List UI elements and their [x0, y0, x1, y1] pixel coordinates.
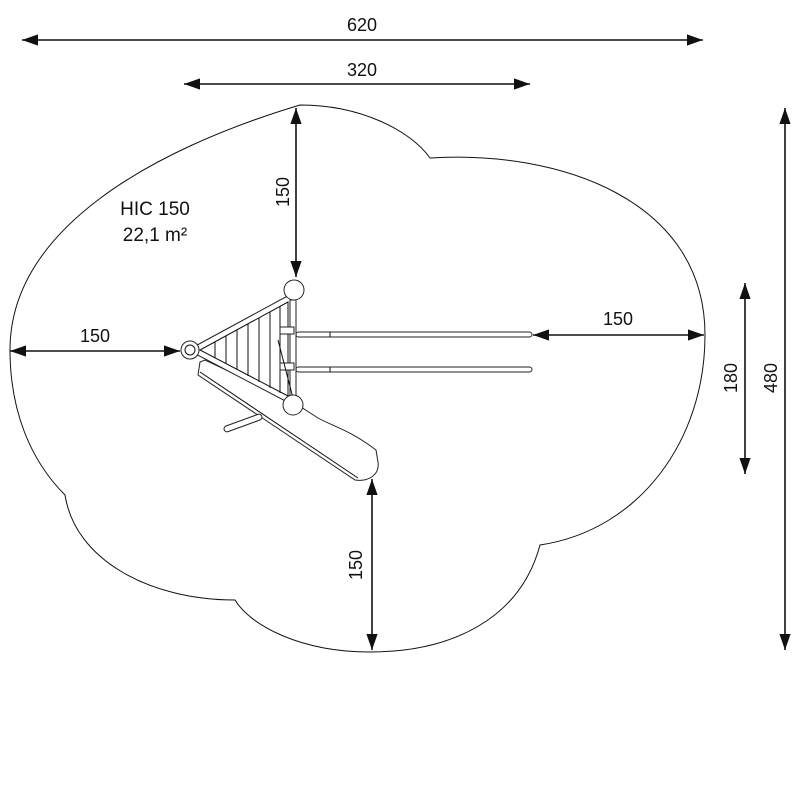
svg-text:150: 150	[346, 550, 366, 580]
triangular-platform	[186, 292, 297, 406]
dimension-bottom-clearance: 150	[346, 479, 378, 650]
dimension-equipment-depth: 180	[721, 283, 751, 474]
post	[180, 340, 200, 360]
dimension-total-width: 620	[22, 15, 703, 46]
horizontal-bars	[295, 331, 533, 373]
dimension-left-clearance: 150	[10, 326, 180, 357]
svg-text:320: 320	[347, 60, 377, 80]
post	[282, 394, 304, 416]
dimension-equipment-width: 320	[184, 60, 530, 90]
safety-zone-outline	[9, 104, 706, 653]
svg-text:620: 620	[347, 15, 377, 35]
hic-label: HIC 150	[120, 199, 190, 220]
slide	[197, 359, 379, 481]
dimension-top-clearance: 150	[273, 108, 302, 277]
dimension-right-clearance: 150	[533, 309, 704, 341]
svg-text:150: 150	[603, 309, 633, 329]
svg-text:150: 150	[273, 177, 293, 207]
play-equipment	[180, 279, 533, 481]
post	[283, 279, 305, 301]
dimension-total-depth: 480	[761, 108, 791, 650]
svg-text:480: 480	[761, 363, 781, 393]
svg-text:150: 150	[80, 326, 110, 346]
svg-text:180: 180	[721, 363, 741, 393]
area-label: 22,1 m²	[123, 225, 187, 246]
